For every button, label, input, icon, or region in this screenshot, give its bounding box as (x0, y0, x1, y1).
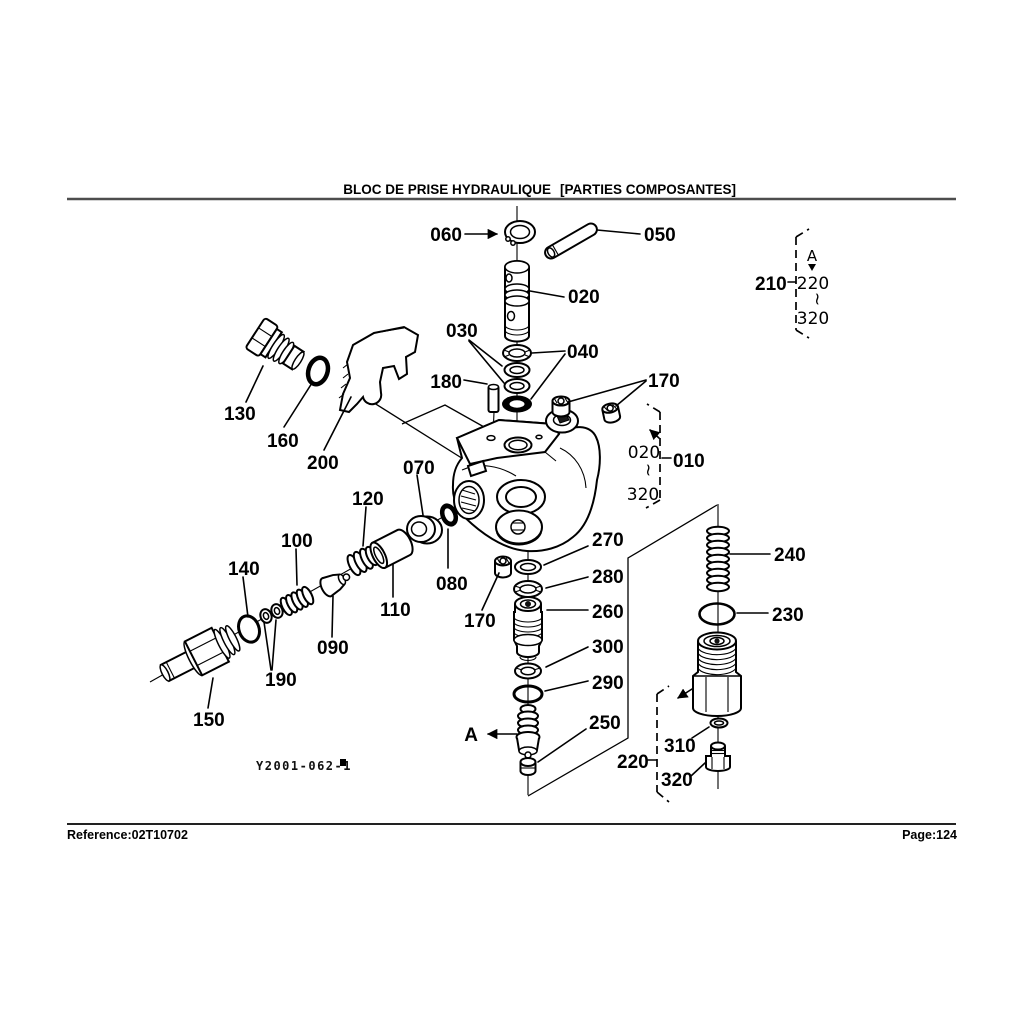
part-270-ring (514, 559, 542, 575)
part-labels: 060 050 020 030 040 180 170 130 160 200 … (193, 225, 806, 791)
page-number: Page:124 (902, 828, 957, 842)
body-lower-boss (495, 509, 543, 546)
part-320-plug (705, 741, 731, 772)
part-label-070: 070 (403, 458, 435, 479)
part-060-snap-ring (504, 220, 536, 246)
part-040-oring-upper (502, 344, 532, 362)
part-label-030: 030 (446, 321, 478, 342)
flange-pin-hole (486, 434, 496, 442)
bracket-010-to: 320 (627, 485, 659, 505)
part-label-130: 130 (224, 404, 256, 425)
body-side-notch (466, 459, 488, 478)
part-170-nut-bottom (494, 555, 512, 579)
part-label-080: 080 (436, 574, 468, 595)
part-label-210: 210 (755, 274, 787, 295)
detail-a-arrow-down (808, 264, 816, 271)
part-130-plug (245, 317, 306, 371)
part-label-050: 050 (644, 225, 676, 246)
bracket-210-from: 220 (797, 274, 829, 294)
page-frame (67, 197, 956, 825)
part-020-spool (504, 260, 530, 343)
part-160-oring (305, 355, 331, 387)
part-190-washers (259, 603, 284, 624)
part-label-110: 110 (380, 600, 411, 621)
part-label-020: 020 (568, 287, 600, 308)
part-label-040: 040 (567, 342, 599, 363)
part-label-300: 300 (592, 637, 624, 658)
part-label-270: 270 (592, 530, 624, 551)
part-label-180: 180 (430, 372, 462, 393)
part-240-spring (706, 525, 730, 593)
bracket-010-from: 020 (628, 443, 660, 463)
part-180-pin (487, 383, 500, 413)
part-070-bushing (406, 515, 443, 545)
part-090-poppet (319, 573, 351, 598)
bracket-010-tilde: ~ (638, 463, 658, 477)
bracket-010-group: 020 ~ 320 (627, 403, 661, 509)
part-170-nut-right (601, 402, 622, 424)
part-280-ring (513, 580, 543, 598)
reference-number: Reference:02T10702 (67, 828, 188, 842)
part-label-100: 100 (281, 531, 313, 552)
part-250-cap (519, 757, 537, 776)
part-230-oring (698, 602, 736, 626)
part-200-detent-bracket (338, 325, 420, 414)
bracket-210-tilde: ~ (807, 292, 827, 306)
part-label-260: 260 (592, 602, 624, 623)
part-220-relief-valve-body (692, 631, 742, 717)
part-a-spring-seat-assembly (515, 704, 541, 759)
part-310-oring (709, 717, 729, 729)
part-label-140: 140 (228, 559, 260, 580)
part-140-oring (237, 614, 261, 644)
bracket-210-group: A 220 ~ 320 (795, 228, 829, 339)
part-080-oring (439, 503, 459, 527)
bracket-210-detail-a: A (807, 247, 818, 265)
body-threaded-port (453, 480, 485, 520)
part-label-190: 190 (265, 670, 297, 691)
part-label-280: 280 (592, 567, 624, 588)
part-030-backup-ring-lower (503, 378, 531, 394)
part-label-120: 120 (352, 489, 384, 510)
part-260-valve-cartridge (513, 596, 543, 662)
part-290-oring (512, 684, 544, 704)
part-label-060: 060 (430, 225, 462, 246)
part-label-170-top: 170 (648, 371, 680, 392)
alignment-lines (362, 395, 718, 797)
part-label-310: 310 (664, 736, 696, 757)
page-title: BLOC DE PRISE HYDRAULIQUE (343, 182, 551, 197)
body-front-boss (496, 479, 546, 515)
part-label-250: 250 (589, 713, 621, 734)
part-label-240: 240 (774, 545, 806, 566)
page-title-sub: [PARTIES COMPOSANTES] (560, 182, 736, 197)
part-label-290: 290 (592, 673, 624, 694)
part-300-ring (514, 662, 542, 680)
part-label-170-bottom: 170 (464, 611, 496, 632)
part-040-oring-lower (502, 395, 532, 413)
part-label-320-bottom: 320 (661, 770, 693, 791)
detail-a-marker: A (464, 725, 478, 746)
part-label-090: 090 (317, 638, 349, 659)
leader-lines (207, 228, 796, 777)
part-030-backup-ring-upper (503, 362, 531, 378)
part-label-200: 200 (307, 453, 339, 474)
part-170-nut-left (551, 395, 571, 418)
part-110-sleeve (369, 528, 414, 570)
bracket-220-group (656, 685, 693, 803)
part-label-010: 010 (673, 451, 705, 472)
part-label-160: 160 (267, 431, 299, 452)
part-label-150: 150 (193, 710, 225, 731)
part-010-valve-body (451, 408, 601, 553)
part-100-spring (279, 585, 315, 617)
figure-code: Y2001-062-1 (256, 759, 352, 773)
figure-code-mark (340, 759, 346, 766)
part-050-pin (544, 222, 598, 260)
part-label-230: 230 (772, 605, 804, 626)
part-label-220-bottom: 220 (617, 752, 649, 773)
bracket-210-to: 320 (797, 309, 829, 329)
part-150-fitting (159, 625, 241, 683)
